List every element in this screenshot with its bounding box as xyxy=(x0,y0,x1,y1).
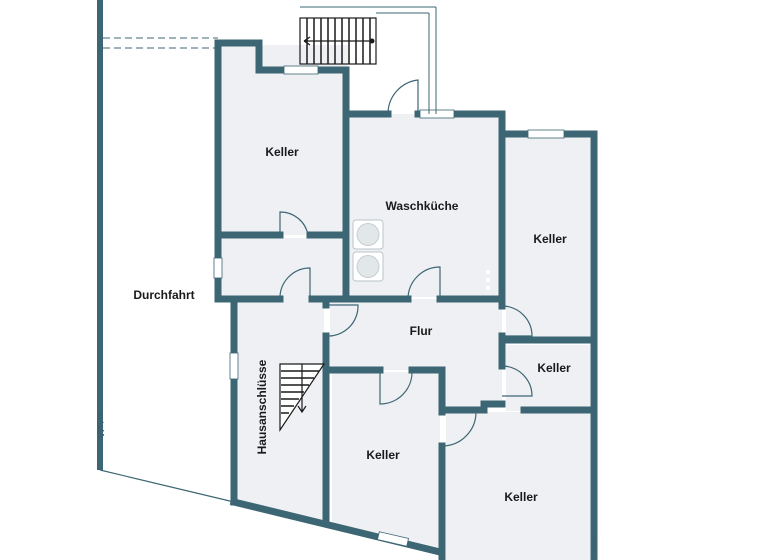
floor-keller-small xyxy=(506,345,590,411)
floor-keller-bottom-right xyxy=(446,412,590,560)
window-hausanschluesse xyxy=(229,352,239,380)
door-hausanschluesse[interactable] xyxy=(325,304,359,337)
doors xyxy=(279,79,533,447)
credit: Grundriss xyxy=(592,536,598,558)
label-keller-top: Keller xyxy=(265,145,299,159)
window-keller-right xyxy=(527,129,565,139)
wall-flur-bottom-right xyxy=(408,366,446,416)
window-vorraum xyxy=(213,257,223,279)
dryer-icon xyxy=(352,251,384,282)
washing-machine-icon xyxy=(352,219,384,250)
label-keller-bottom-right: Keller xyxy=(504,490,538,504)
label-hausanschluesse: Hausanschlüsse xyxy=(255,359,269,454)
floor-vorraum xyxy=(221,238,348,299)
stair-arrow-lower xyxy=(297,364,307,414)
floor-keller-bottom-mid xyxy=(332,372,440,548)
door-keller-bottom-right[interactable] xyxy=(441,411,477,447)
door-keller-top[interactable] xyxy=(279,211,309,236)
window-keller-bottom-mid xyxy=(377,531,409,547)
stair-arrow xyxy=(303,36,372,46)
upper-staircase xyxy=(299,6,437,114)
label-keller-small: Keller xyxy=(537,361,571,375)
stair-arrow-dot xyxy=(369,38,375,44)
floor-hausanschluesse xyxy=(234,299,324,520)
floor-keller-top xyxy=(221,45,348,235)
label-keller-bottom-mid: Keller xyxy=(366,448,400,462)
door-keller-bottom-mid[interactable] xyxy=(379,369,413,405)
door-vorraum[interactable] xyxy=(279,267,311,300)
stair-treads xyxy=(281,370,319,414)
appliances xyxy=(352,219,490,290)
wall-keller-bottom-right-top xyxy=(438,400,506,414)
label-durchfahrt: Durchfahrt xyxy=(133,288,194,302)
watermark-logo: VP xyxy=(96,426,106,438)
floor-keller-right xyxy=(506,134,590,337)
label-flur: Flur xyxy=(410,324,433,338)
label-keller-right: Keller xyxy=(533,232,567,246)
door-keller-right[interactable] xyxy=(501,305,533,337)
window-waschkueche xyxy=(419,109,455,119)
door-keller-small[interactable] xyxy=(501,365,533,397)
door-exterior[interactable] xyxy=(387,79,419,115)
credit-text: Grundriss xyxy=(592,536,598,558)
label-waschkueche: Waschküche xyxy=(386,199,459,213)
floors xyxy=(221,45,590,560)
door-waschkueche[interactable] xyxy=(407,266,441,300)
watermark-caption: by FKL xyxy=(99,410,105,426)
durchfahrt-outline xyxy=(97,0,235,503)
floor-flur xyxy=(330,299,502,407)
stair-box xyxy=(299,17,377,65)
windows xyxy=(213,65,565,547)
vent-icon xyxy=(486,270,490,290)
window-keller-top xyxy=(283,65,319,75)
lower-staircase xyxy=(279,363,326,432)
watermark: VP by FKL xyxy=(96,410,106,438)
durchfahrt-boundary xyxy=(99,469,235,503)
room-labels: Durchfahrt Keller Waschküche Keller Flur… xyxy=(133,145,571,504)
